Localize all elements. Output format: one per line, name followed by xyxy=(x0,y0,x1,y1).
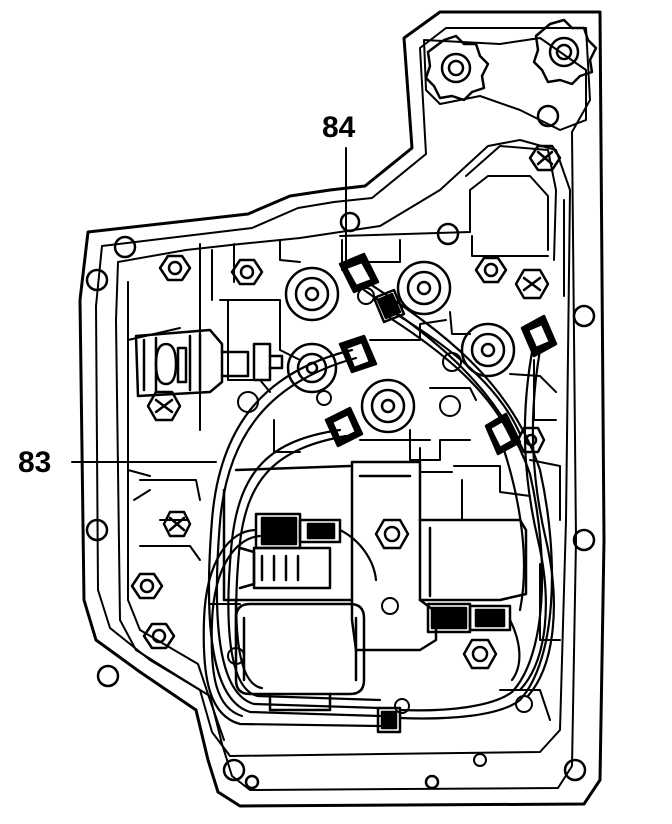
mounting-hole-icon xyxy=(244,774,260,790)
mounting-hole-icon xyxy=(536,104,560,128)
mounting-hole-icon xyxy=(572,528,596,552)
electrical-connector-icon xyxy=(338,252,380,294)
mounting-hole-icon xyxy=(563,758,587,782)
mounting-hole-icon xyxy=(572,304,596,328)
hex-bolt-icon xyxy=(374,518,410,550)
pan-lip-outline xyxy=(115,139,571,757)
leader-lines xyxy=(71,147,347,463)
top-boss-plate xyxy=(423,37,587,131)
solenoids xyxy=(284,260,516,434)
spool-valve xyxy=(134,328,284,398)
top-bolt-left xyxy=(424,34,490,102)
electrical-connector-icon xyxy=(254,512,342,550)
electrical-connector-icon xyxy=(426,602,512,634)
solenoid-valve-icon xyxy=(460,322,516,378)
hex-bolt-icon xyxy=(130,572,164,600)
electrical-connector-icon xyxy=(324,406,364,448)
mounting-hole-icon xyxy=(222,758,246,782)
mounting-hole-icon xyxy=(96,664,120,688)
wiring-harness xyxy=(202,282,555,728)
mounting-hole-icon xyxy=(424,774,440,790)
mounting-hole-icon xyxy=(85,518,109,542)
hex-bolt-icon xyxy=(514,268,550,300)
electrical-connector-icon xyxy=(520,314,558,358)
solenoid-left xyxy=(238,546,332,590)
mounting-hole-icon xyxy=(113,235,137,259)
mounting-hole-icon xyxy=(85,268,109,292)
callout-84-label: 84 xyxy=(322,111,356,144)
hex-bolt-icon xyxy=(230,258,264,286)
solenoid-valve-icon xyxy=(360,378,416,434)
housing-outline xyxy=(78,10,606,808)
hex-bolt-icon xyxy=(162,510,192,538)
mounting-holes xyxy=(85,104,596,790)
solenoid-valve-icon xyxy=(284,266,340,322)
mounting-hole-icon xyxy=(339,211,361,233)
hex-bolt-icon xyxy=(142,622,176,650)
hex-bolt-icon xyxy=(528,144,562,172)
hex-bolt-icon xyxy=(158,254,192,282)
electrical-connector-icon xyxy=(338,334,378,374)
hex-bolt-icon xyxy=(462,638,498,670)
mounting-hole-icon xyxy=(436,222,460,246)
hex-bolt-icon xyxy=(474,256,508,284)
callout-83-label: 83 xyxy=(18,446,52,479)
solenoid-valve-icon xyxy=(396,260,452,316)
electrical-connector-icon xyxy=(376,706,402,734)
top-bolt-right xyxy=(532,18,598,86)
